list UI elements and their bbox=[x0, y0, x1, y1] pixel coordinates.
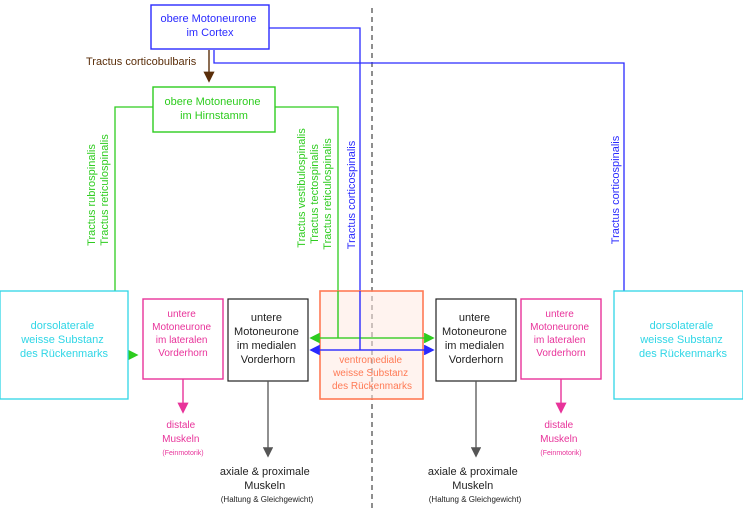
distal-right-label: distale Muskeln (Feinmotorik) bbox=[540, 415, 582, 457]
brainstem-paths bbox=[114, 106, 339, 355]
tract-tectospinalis-label: Tractus tectospinalis bbox=[309, 144, 321, 244]
tract-rubrospinalis-label: Tractus rubrospinalis bbox=[86, 144, 98, 246]
medial-horn-right-box bbox=[435, 298, 517, 382]
lateral-horn-left-label: untere Motoneurone im lateralen Vorderho… bbox=[152, 309, 214, 359]
tract-reticulospinalis-label: Tractus reticulospinalis bbox=[99, 134, 111, 246]
lateral-horn-left-box bbox=[142, 298, 224, 380]
axial-right-label: axiale & proximale Muskeln (Haltung & Gl… bbox=[428, 462, 522, 504]
cortex-box bbox=[150, 4, 270, 50]
tract-reticulospinalis-medial-label: Tractus reticulospinalis bbox=[322, 138, 334, 250]
lateral-horn-right-label: untere Motoneurone im lateralen Vorderho… bbox=[530, 309, 592, 359]
medial-horn-left-label: untere Motoneurone im medialen Vorderhor… bbox=[234, 312, 302, 366]
brainstem-box bbox=[152, 86, 276, 133]
ventromedial-label: ventromediale weisse Substanz des Rücken… bbox=[332, 355, 412, 392]
tract-vestibulospinalis-label: Tractus vestibulospinalis bbox=[296, 128, 308, 248]
cortex-label: obere Motoneurone im Cortex bbox=[160, 13, 259, 39]
ventromedial-box bbox=[319, 290, 424, 400]
dorsolateral-right-label: dorsolaterale weisse Substanz des Rücken… bbox=[639, 320, 728, 360]
brainstem-label: obere Motoneurone im Hirnstamm bbox=[164, 96, 263, 122]
dorsolateral-left-label: dorsolaterale weisse Substanz des Rücken… bbox=[20, 320, 109, 360]
dorsolateral-right-box bbox=[613, 290, 743, 400]
distal-left-label: distale Muskeln (Feinmotorik) bbox=[162, 415, 204, 457]
medial-horn-right-label: untere Motoneurone im medialen Vorderhor… bbox=[442, 312, 510, 366]
tract-corticospinalis-right-label: Tractus corticospinalis bbox=[610, 135, 622, 244]
dorsolateral-left-box bbox=[0, 290, 129, 400]
tract-corticospinalis-center-label: Tractus corticospinalis bbox=[346, 140, 358, 249]
axial-left-label: axiale & proximale Muskeln (Haltung & Gl… bbox=[220, 462, 314, 504]
tract-corticobulbaris-label: Tractus corticobulbaris bbox=[86, 56, 197, 68]
